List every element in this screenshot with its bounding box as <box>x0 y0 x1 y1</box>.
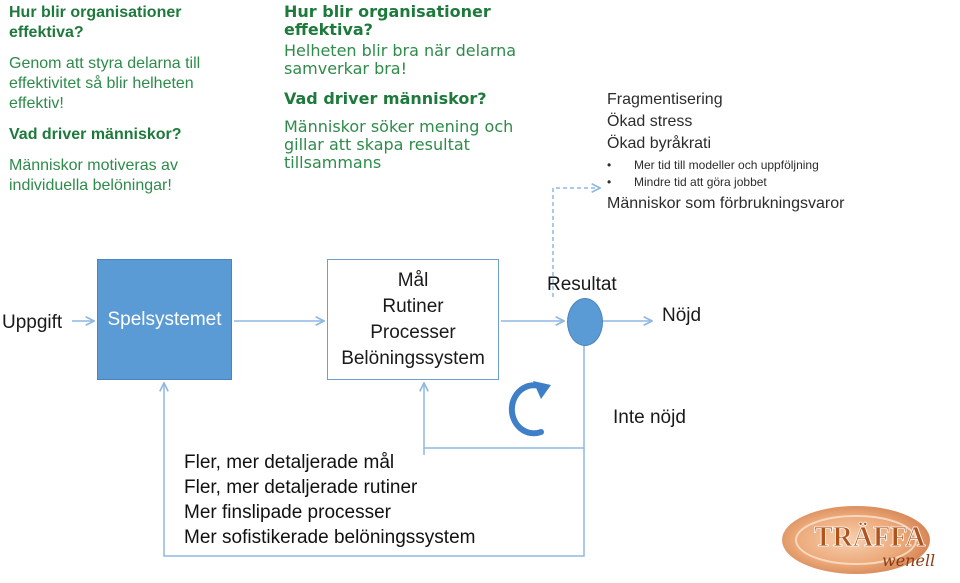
right-line-fragmentisering: Fragmentisering <box>607 91 723 108</box>
result-node <box>567 298 603 346</box>
right-bullet-item: Mer tid till modeller och uppföljning <box>607 157 937 174</box>
traffa-logo: TRÄFFA wenell <box>782 506 935 574</box>
fragment-arrow <box>552 188 599 297</box>
satisfied-label: Nöjd <box>662 305 702 326</box>
right-line-stress: Ökad stress <box>607 113 693 130</box>
right-line-byrakrati: Ökad byråkrati <box>607 135 712 152</box>
right-column: Fragmentisering Ökad stress Ökad byråkra… <box>607 89 937 215</box>
left-answer: Genom att styra delarna till effektivite… <box>9 55 201 112</box>
process-item: Mål <box>397 269 429 291</box>
input-label: Uppgift <box>2 312 63 333</box>
middle-answer2: Människor söker mening och gillar att sk… <box>284 117 514 172</box>
feedback-list: Fler, mer detaljerade mål Fler, mer deta… <box>184 450 475 550</box>
process-item: Processer <box>370 321 456 343</box>
process-box: Mål Rutiner Processer Belöningssystem <box>327 259 499 380</box>
process-item: Belöningssystem <box>341 347 485 369</box>
cycle-icon <box>508 381 551 437</box>
feedback-item: Fler, mer detaljerade mål <box>184 452 395 473</box>
unsatisfied-label: Inte nöjd <box>613 407 686 428</box>
result-label: Resultat <box>547 274 617 295</box>
left-heading: Hur blir organisationer effektiva? <box>9 4 182 41</box>
left-answer2: Människor motiveras av individuella belö… <box>9 157 178 194</box>
middle-answer: Helheten blir bra när delarna samverkar … <box>284 41 517 78</box>
left-question: Vad driver människor? <box>9 126 182 143</box>
right-bullet-list: Mer tid till modeller och uppföljning Mi… <box>607 157 937 191</box>
right-bullet-item: Mindre tid att göra jobbet <box>607 174 937 191</box>
logo-name: TRÄFFA <box>814 522 926 553</box>
right-line-forbrukning: Människor som förbrukningsvaror <box>607 195 845 212</box>
logo-script: wenell <box>882 551 935 570</box>
feedback-item: Mer finslipade processer <box>184 502 391 523</box>
middle-question: Vad driver människor? <box>284 89 487 108</box>
left-column: Hur blir organisationer effektiva? Genom… <box>9 3 244 207</box>
feedback-item: Fler, mer detaljerade rutiner <box>184 477 418 498</box>
feedback-line-upper <box>424 345 585 449</box>
middle-heading: Hur blir organisationer effektiva? <box>284 2 491 39</box>
system-box: Spelsystemet <box>97 259 232 380</box>
feedback-line-outer <box>164 384 585 557</box>
system-box-label: Spelsystemet <box>107 308 222 330</box>
process-item: Rutiner <box>382 295 444 317</box>
middle-column: Hur blir organisationer effektiva? Helhe… <box>284 3 544 175</box>
feedback-item: Mer sofistikerade belöningssystem <box>184 527 476 548</box>
